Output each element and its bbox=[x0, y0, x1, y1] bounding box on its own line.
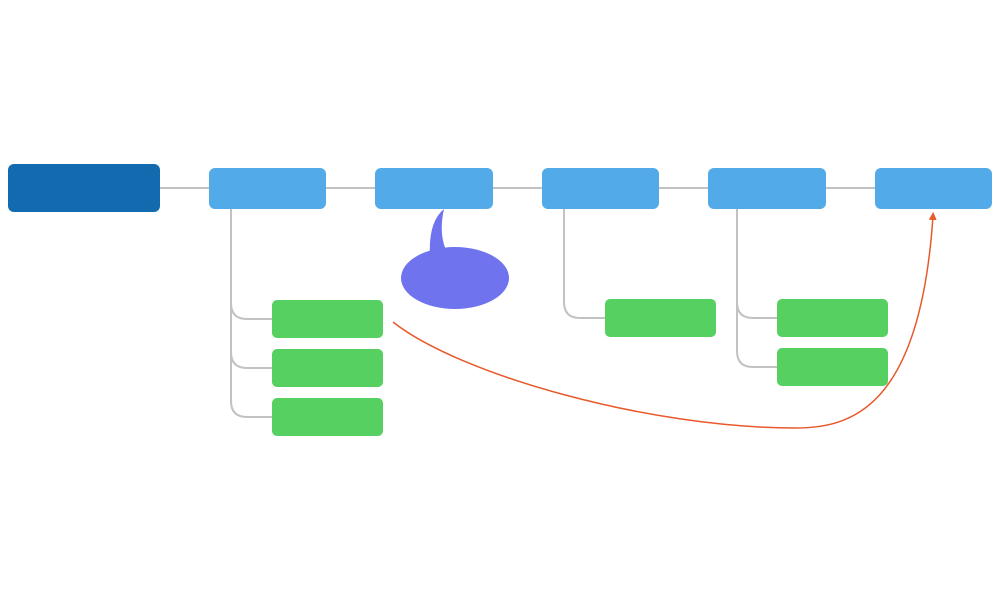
leaf-node-stage-4-2[interactable] bbox=[777, 348, 888, 386]
relation-arrow-path[interactable] bbox=[392, 212, 937, 429]
relation-arrow[interactable] bbox=[392, 212, 937, 429]
stage-node-box[interactable] bbox=[375, 168, 493, 209]
leaf-node-stage-1-1[interactable] bbox=[272, 300, 383, 338]
leaf-node-box[interactable] bbox=[777, 299, 888, 337]
stage-node-box[interactable] bbox=[708, 168, 826, 209]
branch-connector-stage-4 bbox=[736, 209, 777, 368]
branch-connector-stage-3 bbox=[563, 209, 605, 319]
leaf-node-stage-1-3[interactable] bbox=[272, 398, 383, 436]
callout-bubble[interactable] bbox=[401, 209, 509, 309]
branch-connector-stage-1 bbox=[230, 209, 272, 418]
leaf-node-stage-4-1[interactable] bbox=[777, 299, 888, 337]
leaf-node-box[interactable] bbox=[272, 349, 383, 387]
stage-node-box[interactable] bbox=[542, 168, 659, 209]
leaf-node-stage-1-2[interactable] bbox=[272, 349, 383, 387]
branch-connectors bbox=[230, 209, 777, 418]
stage-node-2[interactable] bbox=[375, 168, 493, 209]
stage-node-1[interactable] bbox=[209, 168, 326, 209]
leaf-node-box[interactable] bbox=[272, 398, 383, 436]
stage-node-4[interactable] bbox=[708, 168, 826, 209]
root-node-box[interactable] bbox=[8, 164, 160, 212]
leaf-node-box[interactable] bbox=[777, 348, 888, 386]
stage-node-box[interactable] bbox=[209, 168, 326, 209]
callout-body[interactable] bbox=[401, 247, 509, 309]
stage-node-5[interactable] bbox=[875, 168, 992, 209]
root-node[interactable] bbox=[8, 164, 160, 212]
stage-node-box[interactable] bbox=[875, 168, 992, 209]
leaf-node-stage-3-1[interactable] bbox=[605, 299, 716, 337]
leaf-node-box[interactable] bbox=[605, 299, 716, 337]
leaf-node-box[interactable] bbox=[272, 300, 383, 338]
stage-node-3[interactable] bbox=[542, 168, 659, 209]
callout-tail bbox=[429, 209, 448, 257]
